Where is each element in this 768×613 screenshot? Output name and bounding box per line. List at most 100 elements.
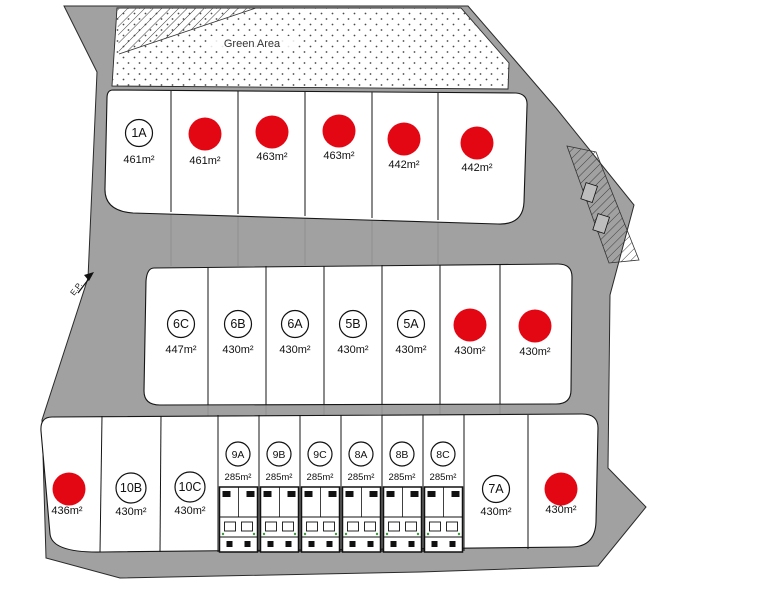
plot-area-label: 430m² xyxy=(279,344,311,356)
plot-area-label: 285m² xyxy=(389,472,416,483)
green-area: Green Area xyxy=(111,7,510,90)
plot-area-label: 285m² xyxy=(307,472,334,483)
plot-id-badge xyxy=(124,118,154,148)
plot-area-label: 463m² xyxy=(256,151,288,163)
plot-id-badge xyxy=(223,309,253,339)
plot-sold-middle-6[interactable]: 430m² xyxy=(518,309,552,359)
plot-area-label: 430m² xyxy=(395,344,427,356)
sold-marker xyxy=(322,114,356,148)
sold-marker xyxy=(387,122,421,156)
sold-marker xyxy=(52,472,86,506)
plot-id-badge xyxy=(166,309,196,339)
plot-area-label: 463m² xyxy=(323,150,355,162)
plot-id-badge xyxy=(338,309,368,339)
plot-area-label: 430m² xyxy=(337,344,369,356)
plot-1a[interactable]: 1A 461m² xyxy=(123,118,155,167)
plot-id-label: 6A xyxy=(287,317,303,331)
plot-id-label: 5B xyxy=(345,317,360,331)
sold-marker xyxy=(188,117,222,151)
plot-10c[interactable]: 10C 430m² xyxy=(174,471,206,517)
plot-sold-bottom-0[interactable]: 436m² xyxy=(51,472,86,518)
utility-box xyxy=(580,182,598,203)
sold-marker xyxy=(255,115,289,149)
plot-area-label: 430m² xyxy=(454,345,486,357)
plot-id-label: 9B xyxy=(273,449,286,461)
plot-area-label: 430m² xyxy=(480,506,512,518)
plot-6b[interactable]: 6B 430m² xyxy=(222,309,254,357)
plot-id-badge xyxy=(266,441,292,467)
plot-10b[interactable]: 10B 430m² xyxy=(115,472,147,518)
plot-6c[interactable]: 6C 447m² xyxy=(165,309,197,357)
plot-area-label: 285m² xyxy=(348,472,375,483)
plot-area-label: 442m² xyxy=(461,162,493,174)
green-area-label: Green Area xyxy=(224,38,281,50)
plot-area-label: 461m² xyxy=(123,154,155,166)
plot-9a[interactable]: 9A 285m² xyxy=(225,441,252,483)
plot-id-badge xyxy=(430,441,456,467)
plot-area-label: 436m² xyxy=(51,505,83,517)
plot-9b[interactable]: 9B 285m² xyxy=(266,441,293,483)
plot-id-badge xyxy=(225,441,251,467)
plot-id-badge xyxy=(389,441,415,467)
plot-id-label: 8A xyxy=(355,449,368,461)
top-plot-strip xyxy=(104,89,528,225)
house-footprint xyxy=(218,486,259,553)
utility-box xyxy=(592,213,610,234)
plot-id-badge xyxy=(396,309,426,339)
house-footprint xyxy=(423,486,464,553)
house-footprint xyxy=(341,486,382,553)
plot-area-label: 447m² xyxy=(165,344,197,356)
plot-id-label: 8B xyxy=(396,449,409,461)
plot-id-label: 10B xyxy=(120,481,142,495)
plot-6a[interactable]: 6A 430m² xyxy=(279,309,311,357)
plot-id-badge xyxy=(307,441,333,467)
plot-sold-top-4[interactable]: 442m² xyxy=(387,122,421,172)
plot-area-label: 430m² xyxy=(545,504,577,516)
plot-id-label: 8C xyxy=(436,449,450,461)
plot-sold-top-2[interactable]: 463m² xyxy=(255,115,289,164)
plot-8b[interactable]: 8B 285m² xyxy=(389,441,416,483)
sold-marker xyxy=(544,472,578,506)
sold-marker xyxy=(453,308,487,342)
house-footprint xyxy=(382,486,423,553)
house-footprint xyxy=(300,486,341,553)
plot-id-badge xyxy=(280,309,310,339)
house-footprint xyxy=(259,486,300,553)
plot-area-label: 430m² xyxy=(519,346,551,358)
plot-5b[interactable]: 5B 430m² xyxy=(337,309,369,357)
plot-id-label: 6B xyxy=(230,317,245,331)
plot-8c[interactable]: 8C 285m² xyxy=(430,441,457,483)
plot-area-label: 285m² xyxy=(266,472,293,483)
plot-id-badge xyxy=(174,471,206,503)
plot-9c[interactable]: 9C 285m² xyxy=(307,441,334,483)
plot-sold-top-5[interactable]: 442m² xyxy=(460,126,494,175)
plot-id-badge xyxy=(115,472,147,504)
green-area-label-bg xyxy=(210,36,296,51)
plot-id-label: 10C xyxy=(179,480,202,494)
plot-area-label: 430m² xyxy=(115,506,147,518)
plot-area-label: 285m² xyxy=(225,472,252,483)
plot-7a[interactable]: 7A 430m² xyxy=(480,474,512,519)
plot-sold-top-3[interactable]: 463m² xyxy=(322,114,356,163)
plot-id-label: 1A xyxy=(131,126,147,140)
plot-id-badge xyxy=(481,474,511,504)
utility-strip xyxy=(566,145,640,264)
sold-marker xyxy=(518,309,552,343)
plot-8a[interactable]: 8A 285m² xyxy=(348,441,375,483)
plot-sold-middle-5[interactable]: 430m² xyxy=(453,308,487,358)
plot-id-badge xyxy=(348,441,374,467)
plot-id-label: 9A xyxy=(232,449,245,461)
plot-area-label: 430m² xyxy=(174,505,206,517)
plot-id-label: 6C xyxy=(173,317,189,331)
road-ticks xyxy=(170,214,501,416)
plot-id-label: 9C xyxy=(313,449,327,461)
plot-sold-top-1[interactable]: 461m² xyxy=(188,117,222,168)
plot-area-label: 285m² xyxy=(430,472,457,483)
plot-5a[interactable]: 5A 430m² xyxy=(395,309,427,357)
plot-area-label: 461m² xyxy=(189,155,221,167)
plot-area-label: 430m² xyxy=(222,344,254,356)
plot-sold-bottom-10[interactable]: 430m² xyxy=(544,472,578,517)
plot-id-label: 7A xyxy=(488,482,504,496)
